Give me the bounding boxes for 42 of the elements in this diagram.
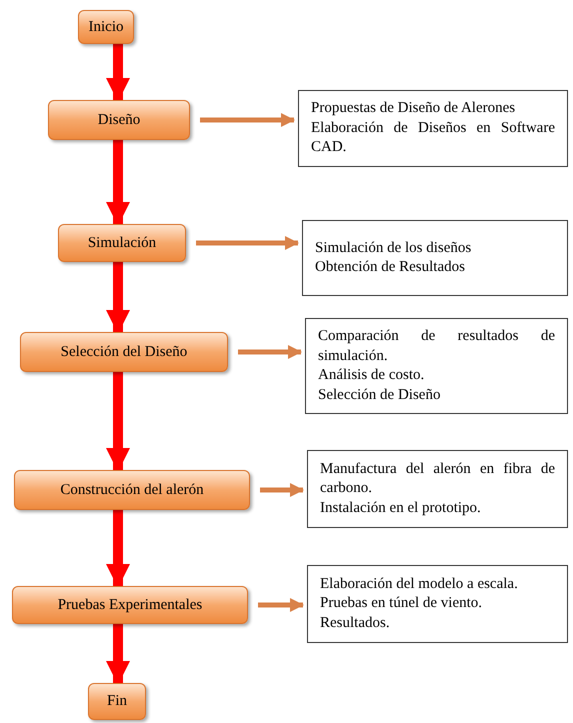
description-text: Propuestas de Diseño de Alerones xyxy=(311,99,516,118)
process-box xyxy=(88,683,146,720)
description-text: Análisis de costo. xyxy=(318,366,426,385)
step-label: Diseño xyxy=(98,110,140,130)
description-text: Resultados. xyxy=(320,614,391,633)
step-label: Pruebas Experimentales xyxy=(58,596,202,614)
arrow xyxy=(106,44,130,102)
step-label: Construcción del alerón xyxy=(60,480,204,500)
arrow xyxy=(196,236,299,250)
step-label: Selección del Diseño xyxy=(60,342,188,362)
process-box xyxy=(14,470,250,510)
description-text: Obtención de Resultados xyxy=(315,258,466,277)
arrow xyxy=(200,113,295,127)
description-box xyxy=(298,90,568,167)
description-text: Elaboración del modelo a escala. xyxy=(320,574,519,594)
arrow xyxy=(106,510,130,588)
process-box xyxy=(20,332,228,372)
arrow xyxy=(106,262,130,334)
process-box xyxy=(12,586,248,624)
arrow xyxy=(106,372,130,472)
arrow xyxy=(238,345,302,359)
description-text: Instalación en el prototipo. xyxy=(320,498,482,518)
description-text: Pruebas en túnel de viento. xyxy=(320,594,484,614)
description-box xyxy=(307,450,568,528)
step-label: Fin xyxy=(106,692,127,711)
description-box xyxy=(305,318,568,414)
description-text: Manufactura del alerón en fibra de carbono. xyxy=(320,460,555,498)
process-box xyxy=(48,100,190,140)
process-box xyxy=(58,224,186,262)
description-text: Simulación de los diseños xyxy=(315,238,472,258)
process-box xyxy=(78,10,134,44)
description-text: Selección de Diseño xyxy=(318,386,442,404)
description-text: Elaboración de Diseños en Software CAD. xyxy=(311,118,555,158)
arrow xyxy=(260,483,304,497)
step-label: Simulación xyxy=(88,234,156,252)
description-box xyxy=(302,220,568,296)
step-label: Inicio xyxy=(88,18,124,36)
arrow xyxy=(258,598,304,612)
arrow xyxy=(106,140,130,226)
description-text: Comparación de resultados de simulación. xyxy=(318,327,555,366)
description-box xyxy=(307,565,568,643)
arrow xyxy=(106,624,130,685)
